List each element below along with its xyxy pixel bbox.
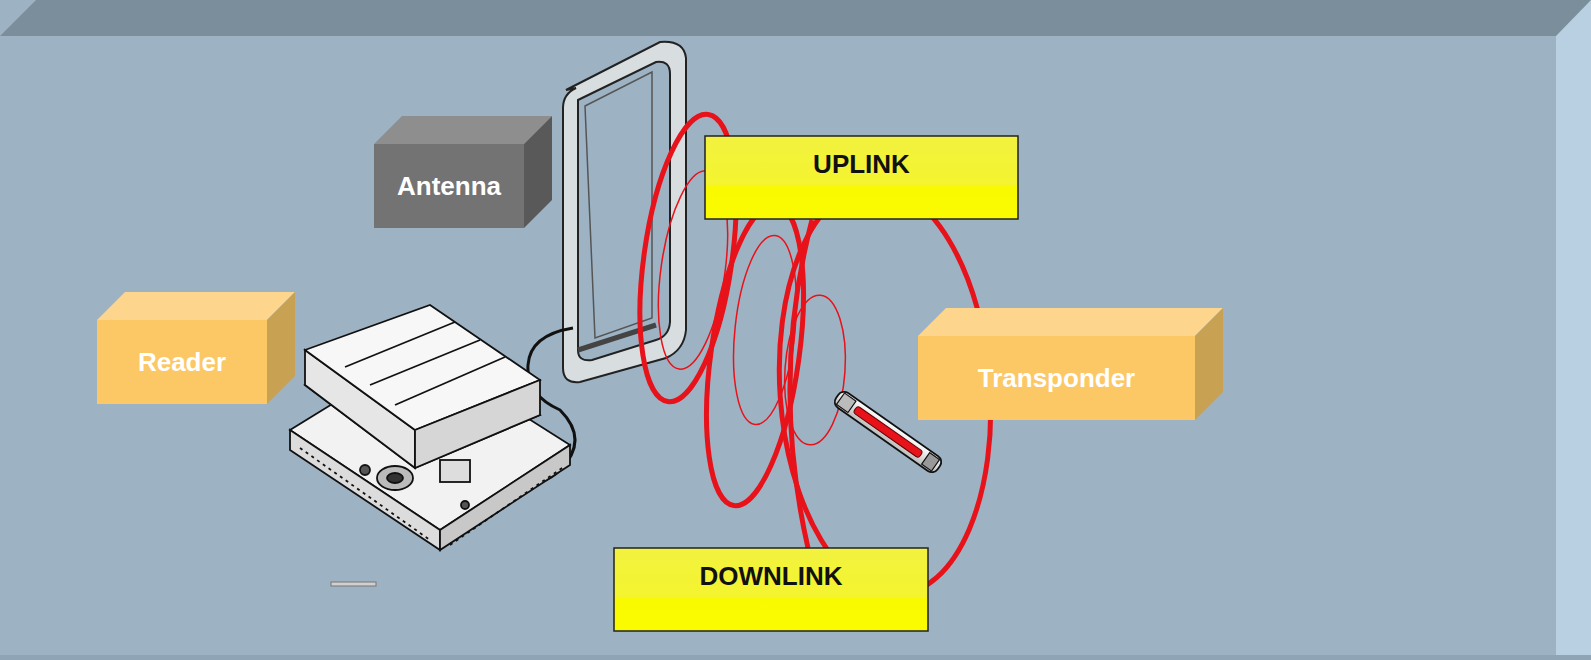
transponder-label-box: Transponder bbox=[918, 308, 1223, 420]
box-side-face bbox=[267, 292, 295, 404]
uplink-box: UPLINK bbox=[704, 135, 1019, 220]
box-front-face bbox=[374, 144, 524, 228]
top-bevel bbox=[0, 0, 1591, 36]
bottom-edge bbox=[0, 655, 1591, 660]
box-outline bbox=[614, 548, 928, 631]
antenna-label-box: Antenna bbox=[374, 116, 552, 228]
box-label: Antenna bbox=[397, 171, 501, 202]
box-top-face bbox=[918, 308, 1223, 336]
right-bevel bbox=[1556, 0, 1591, 660]
box-top-face bbox=[374, 116, 552, 144]
box-front-face bbox=[97, 320, 267, 404]
reader-device bbox=[290, 305, 570, 550]
box-side-face bbox=[524, 116, 552, 228]
box-front-face bbox=[918, 336, 1195, 420]
box-label: UPLINK bbox=[813, 149, 910, 180]
box-label: DOWNLINK bbox=[700, 561, 843, 592]
downlink-box: DOWNLINK bbox=[613, 547, 929, 632]
antenna-frame bbox=[563, 42, 686, 382]
reader-label-box: Reader bbox=[97, 292, 295, 404]
box-label: Transponder bbox=[978, 363, 1135, 394]
box-label: Reader bbox=[138, 347, 226, 378]
box-outline bbox=[705, 136, 1018, 219]
scale-mark bbox=[331, 582, 376, 586]
box-side-face bbox=[1195, 308, 1223, 420]
box-top-face bbox=[97, 292, 295, 320]
